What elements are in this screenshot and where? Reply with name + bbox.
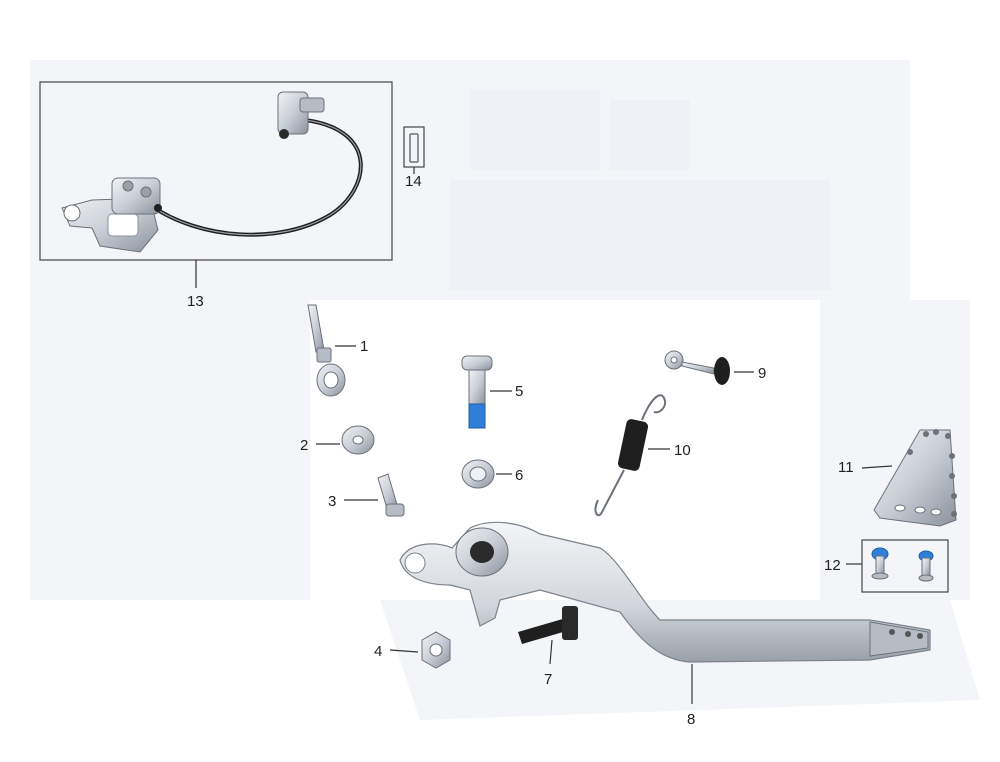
part-5-pivot-bolt <box>461 355 512 429</box>
master-cylinder <box>277 91 325 139</box>
part-10-return-spring <box>594 394 670 517</box>
part-14-pin-clip <box>403 126 425 174</box>
caliper-body <box>111 177 162 215</box>
callout-11: 11 <box>838 459 854 476</box>
part-12-screws <box>846 539 949 593</box>
part-3-bolt <box>344 473 405 517</box>
part-7-stopper-bolt <box>518 606 578 665</box>
part-4-nut <box>389 631 451 669</box>
callout-2: 2 <box>300 437 308 454</box>
callout-4: 4 <box>374 643 382 660</box>
part-13-brake-assembly <box>39 81 393 261</box>
part-8-brake-pedal <box>399 521 931 704</box>
callout-3: 3 <box>328 493 336 510</box>
callout-7: 7 <box>544 671 552 688</box>
part-1-rod-end <box>307 304 356 397</box>
callout-8: 8 <box>687 711 695 728</box>
callout-13: 13 <box>187 293 204 310</box>
callout-5: 5 <box>515 383 523 400</box>
part-9-spring-hook <box>664 350 754 385</box>
callout-labels: 1 2 3 4 5 6 7 8 9 10 11 12 13 14 <box>187 173 854 728</box>
part-13-frame <box>39 81 393 261</box>
callout-1: 1 <box>360 338 368 355</box>
part-2-washer <box>316 425 375 455</box>
part-6-bushing <box>461 459 512 489</box>
part-11-pedal-tip <box>861 429 957 527</box>
callout-12: 12 <box>824 557 841 574</box>
callout-10: 10 <box>674 442 691 459</box>
callout-6: 6 <box>515 467 523 484</box>
callout-9: 9 <box>758 365 766 382</box>
callout-14: 14 <box>405 173 422 190</box>
